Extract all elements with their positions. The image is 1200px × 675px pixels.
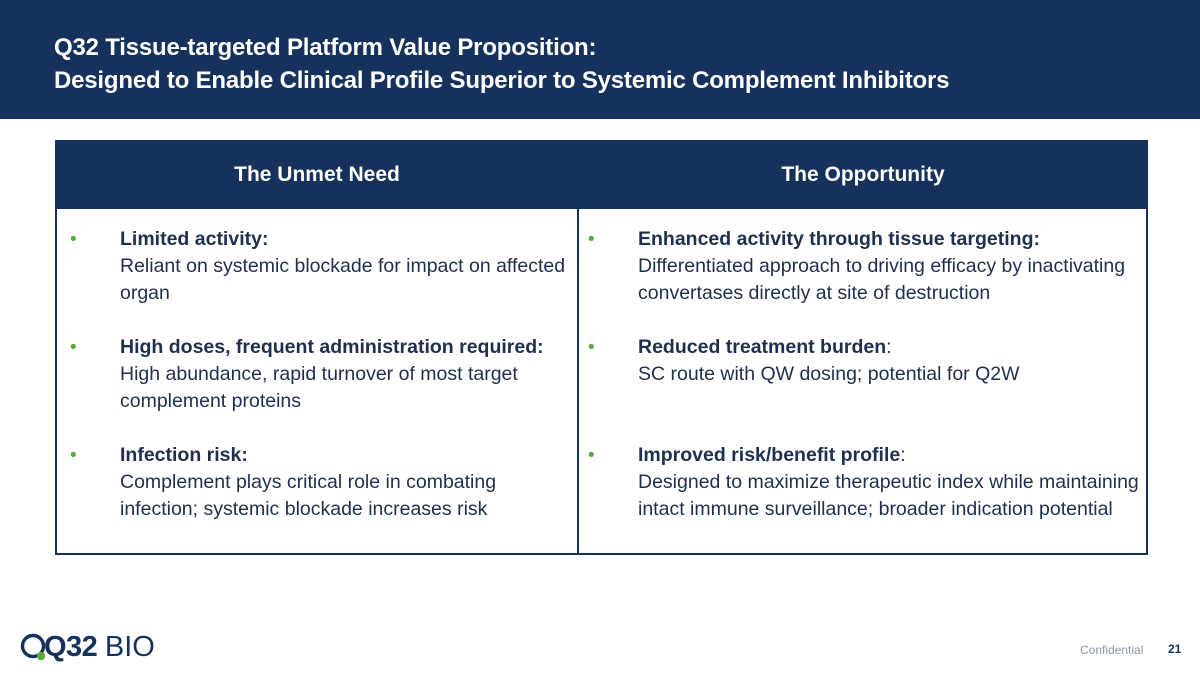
- bullet-icon: •: [70, 229, 77, 250]
- logo-bold-text: Q32: [44, 631, 98, 663]
- logo-wordmark: Q32 BIO: [44, 631, 155, 664]
- page-number: 21: [1168, 642, 1182, 656]
- item-description: High abundance, rapid turnover of most t…: [120, 363, 518, 412]
- column-header-unmet-need: The Unmet Need: [234, 163, 400, 186]
- slide-title-line-2: Designed to Enable Clinical Profile Supe…: [54, 67, 950, 94]
- item-heading-text: Enhanced activity through tissue targeti…: [638, 228, 1040, 250]
- item-description: Complement plays critical role in combat…: [120, 471, 497, 520]
- item-heading: Improved risk/benefit profile:: [638, 442, 1142, 469]
- bullet-icon: •: [70, 445, 77, 466]
- item-heading: Reduced treatment burden:: [638, 334, 1142, 361]
- bullet-icon: •: [588, 229, 595, 250]
- item-heading-text: Improved risk/benefit profile: [638, 444, 901, 466]
- item-heading-text: Reduced treatment burden: [638, 336, 887, 358]
- table-header-row: The Unmet Need The Opportunity: [57, 142, 1146, 209]
- title-banner: Q32 Tissue-targeted Platform Value Propo…: [0, 0, 1200, 119]
- logo-light-text: BIO: [104, 631, 155, 663]
- slide-title-line-1: Q32 Tissue-targeted Platform Value Propo…: [54, 34, 597, 61]
- confidential-label: Confidential: [1080, 643, 1144, 657]
- item-heading-suffix: :: [900, 444, 906, 466]
- item-description: SC route with QW dosing; potential for Q…: [638, 363, 1020, 385]
- item-description: Designed to maximize therapeutic index w…: [638, 471, 1139, 520]
- comparison-table: The Unmet Need The Opportunity • Limited…: [55, 140, 1148, 555]
- bullet-icon: •: [588, 337, 595, 358]
- item-description: Reliant on systemic blockade for impact …: [120, 255, 566, 304]
- item-heading: Infection risk:: [120, 444, 248, 466]
- item-heading: High doses, frequent administration requ…: [120, 336, 544, 358]
- item-description: Differentiated approach to driving effic…: [638, 255, 1126, 304]
- column-header-opportunity: The Opportunity: [781, 163, 945, 186]
- item-heading: Limited activity:: [120, 228, 269, 250]
- item-heading: Enhanced activity through tissue targeti…: [638, 226, 1142, 253]
- bullet-icon: •: [588, 445, 595, 466]
- q-mark-icon: [20, 633, 46, 661]
- item-heading-suffix: :: [886, 336, 892, 358]
- bullet-icon: •: [70, 337, 77, 358]
- column-divider: [577, 209, 579, 555]
